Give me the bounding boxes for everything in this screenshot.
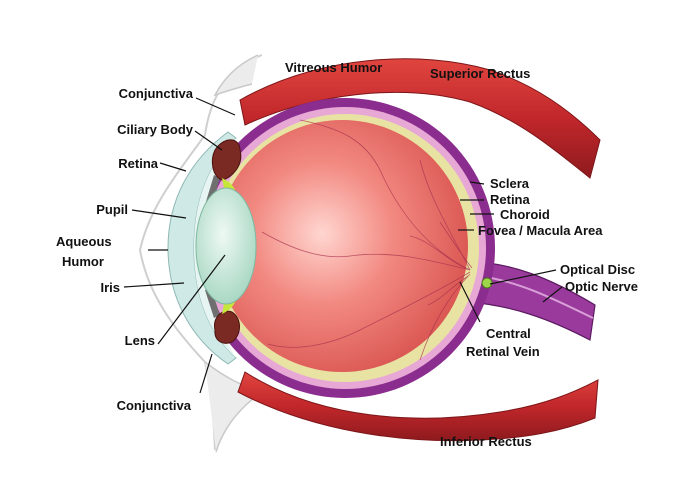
label-superior-rectus: Superior Rectus [430, 66, 530, 81]
label-iris: Iris [100, 280, 120, 295]
label-sclera: Sclera [490, 176, 530, 191]
inferior-rectus-muscle [237, 371, 599, 442]
ciliary-body-bottom [213, 310, 240, 344]
label-inferior-rectus: Inferior Rectus [440, 434, 532, 449]
eyelid-outline [138, 54, 264, 453]
label-vitreous-humor: Vitreous Humor [285, 60, 382, 75]
lens [195, 187, 257, 305]
label-aqueous-humor-line2: Humor [62, 254, 104, 269]
label-central-retinal-vein-line1: Central [486, 326, 531, 341]
label-lens: Lens [125, 333, 155, 348]
aqueous-humor [194, 138, 236, 358]
label-choroid: Choroid [500, 207, 550, 222]
iris-lower [205, 288, 220, 318]
optical-disc [481, 277, 493, 289]
label-conjunctiva-bottom: Conjunctiva [117, 398, 192, 413]
leader-lines [123, 97, 563, 394]
label-optical-disc: Optical Disc [560, 262, 635, 277]
labels: Conjunctiva Ciliary Body Retina Pupil Aq… [56, 60, 638, 449]
retinal-vessels [261, 119, 473, 361]
superior-rectus-muscle [239, 58, 601, 179]
label-ciliary-body: Ciliary Body [117, 122, 194, 137]
label-central-retinal-vein-line2: Retinal Vein [466, 344, 540, 359]
ciliary-body-top [211, 139, 242, 181]
label-fovea-macula: Fovea / Macula Area [478, 223, 603, 238]
label-optic-nerve: Optic Nerve [565, 279, 638, 294]
vitreous-body [216, 120, 468, 372]
label-retina-front: Retina [118, 156, 159, 171]
label-conjunctiva-top: Conjunctiva [119, 86, 194, 101]
label-pupil: Pupil [96, 202, 128, 217]
label-aqueous-humor-line1: Aqueous [56, 234, 112, 249]
label-retina-back: Retina [490, 192, 531, 207]
